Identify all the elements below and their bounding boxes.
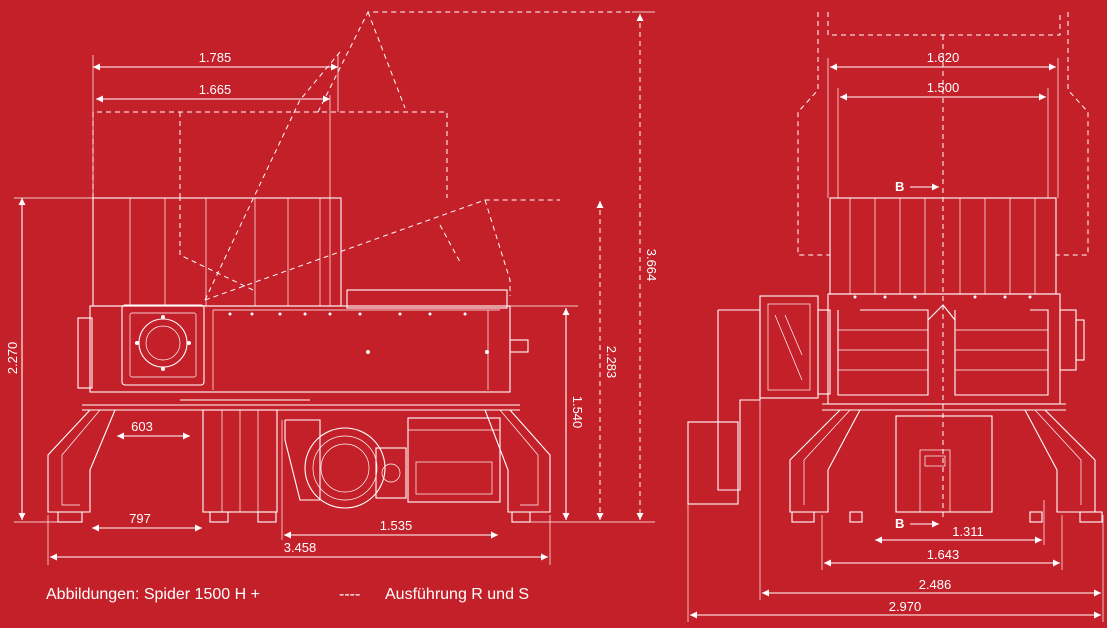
side-rs-variant-outline (92, 11, 632, 301)
caption-text: Abbildungen: Spider 1500 H + (46, 586, 260, 603)
section-b-top: B (895, 179, 904, 194)
side-dimensions: 1.785 1.665 2.270 3.664 2.283 1.540 60 (5, 11, 659, 565)
front-rs-variant-outline (797, 12, 1089, 520)
front-dimensions: 1.620 1.500 1.311 1.643 2.486 2.970 (687, 50, 1104, 622)
side-hopper (92, 197, 342, 307)
front-legs (789, 403, 1103, 523)
front-housing (827, 293, 1061, 405)
dim-hopper-inner-width: 1.665 (199, 82, 232, 97)
front-view: B (687, 12, 1104, 622)
section-marker-top: B (895, 179, 939, 194)
side-legs (47, 409, 551, 523)
dim-front-hopper-inner-width: 1.500 (927, 80, 960, 95)
dim-hopper-outer-width: 1.785 (199, 50, 232, 65)
side-motor (284, 417, 501, 509)
dim-drive-offset: 1.535 (380, 518, 413, 533)
dim-front-frame-width: 1.643 (927, 547, 960, 562)
dim-front-hopper-outer-width: 1.620 (927, 50, 960, 65)
dim-height-hopper-rs: 2.283 (604, 346, 619, 379)
side-frame-rail (82, 399, 520, 411)
legend-dash-sample: ---- (339, 586, 360, 603)
dim-max-height-open: 3.664 (644, 249, 659, 282)
section-marker-bottom: B (895, 516, 939, 531)
side-gearbox (121, 304, 205, 386)
dim-front-inner-width: 1.311 (952, 524, 984, 539)
front-gear-unit (687, 295, 1085, 505)
dim-total-width: 2.970 (889, 599, 922, 614)
dim-width-with-drive: 2.486 (919, 577, 952, 592)
dim-body-height: 2.270 (5, 342, 20, 375)
dim-housing-height: 1.540 (570, 396, 585, 429)
side-housing (77, 289, 529, 393)
legend-text: Ausführung R und S (385, 586, 529, 603)
section-b-bottom: B (895, 516, 904, 531)
side-view: 1.785 1.665 2.270 3.664 2.283 1.540 60 (5, 11, 659, 565)
dim-leg-span-b: 797 (129, 511, 151, 526)
caption: Abbildungen: Spider 1500 H + ---- Ausfüh… (46, 586, 529, 603)
dim-leg-span-a: 603 (131, 419, 153, 434)
dim-total-length: 3.458 (284, 540, 317, 555)
